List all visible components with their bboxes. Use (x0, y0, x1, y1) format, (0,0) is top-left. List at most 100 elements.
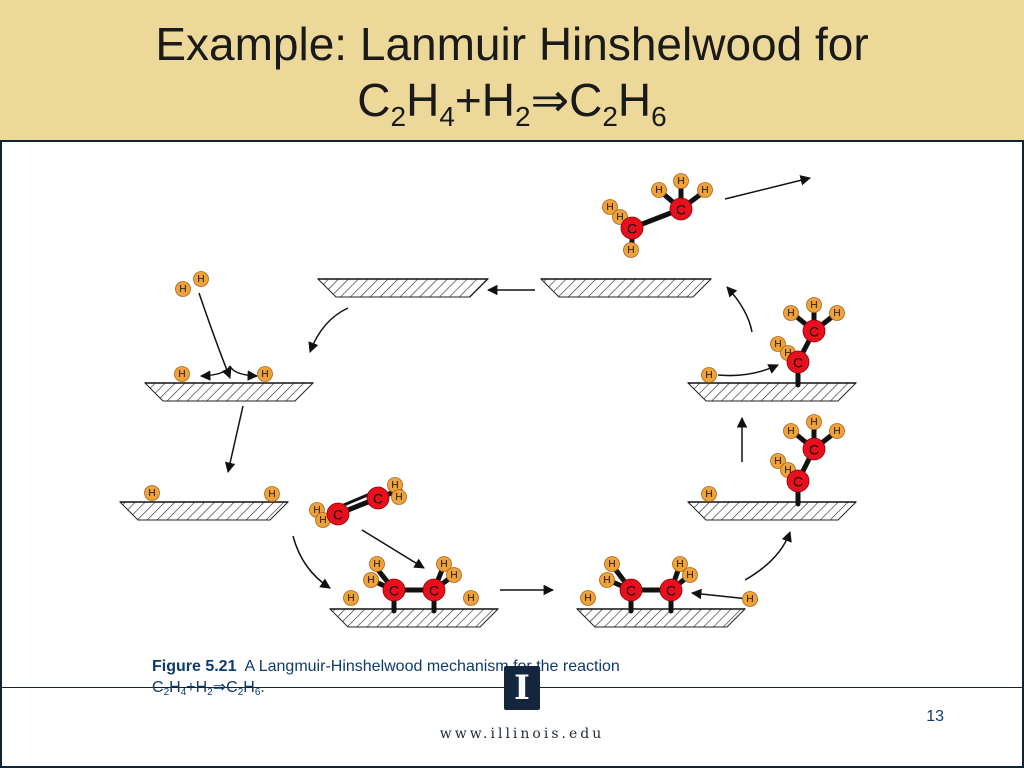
carbon-label: C (333, 507, 343, 523)
hydrogen-atom (806, 414, 822, 430)
carbon-label: C (429, 583, 439, 599)
hydrogen-label: H (313, 505, 320, 516)
reaction-arrow (724, 175, 812, 200)
carbon-atom (366, 486, 390, 510)
hydrogen-label: H (810, 417, 817, 428)
hydrogen-atom (770, 453, 786, 469)
hydrogen-atom (343, 590, 359, 606)
hydrogen-label: H (810, 300, 817, 311)
hydrogen-label: H (705, 489, 712, 500)
hydrogen-label: H (347, 593, 354, 604)
slide-title-formula: C2H4+H2⇒C2H6 (357, 74, 667, 132)
hydrogen-label: H (774, 339, 781, 350)
slide-frame-bottom (0, 766, 1024, 768)
catalyst-surface (686, 501, 858, 521)
catalyst-surface (686, 382, 858, 402)
reaction-arrow (229, 365, 259, 381)
hydrogen-label: H (655, 185, 662, 196)
hydrogen-label: H (608, 559, 615, 570)
catalyst-surface (316, 278, 490, 298)
hydrogen-atom (369, 556, 385, 572)
carbon-atom (669, 197, 693, 221)
hydrogen-label: H (178, 369, 185, 380)
hydrogen-atom (604, 556, 620, 572)
hydrogen-atom (463, 590, 479, 606)
title-bar: Example: Lanmuir Hinshelwood for C2H4+H2… (0, 0, 1024, 142)
hydrogen-atom (829, 423, 845, 439)
hydrogen-atom (742, 591, 758, 607)
hydrogen-atom (175, 281, 191, 297)
hydrogen-atom (697, 182, 713, 198)
hydrogen-atom (672, 556, 688, 572)
hydrogen-atom (682, 567, 698, 583)
hydrogen-label: H (261, 369, 268, 380)
reaction-arrow (361, 529, 425, 569)
hydrogen-label: H (833, 426, 840, 437)
hydrogen-atom (783, 305, 799, 321)
catalyst-surface (575, 608, 747, 628)
carbon-atom (422, 578, 446, 602)
hydrogen-atom (363, 572, 379, 588)
hydrogen-label: H (319, 515, 326, 526)
hydrogen-atom (701, 486, 717, 502)
carbon-atom (786, 469, 810, 493)
hydrogen-atom (770, 336, 786, 352)
hydrogen-atom (783, 423, 799, 439)
hydrogen-atom (264, 486, 280, 502)
catalyst-surfaces (118, 278, 858, 628)
reaction-arrow (292, 535, 331, 589)
carbon-atom (802, 319, 826, 343)
hydrogen-label: H (450, 570, 457, 581)
hydrogen-label: H (373, 559, 380, 570)
hydrogen-atom (436, 556, 452, 572)
hydrogen-atom (446, 567, 462, 583)
carbon-atom (659, 578, 683, 602)
hydrogen-atom (701, 367, 717, 383)
hydrogen-atom (829, 305, 845, 321)
carbon-label: C (373, 491, 383, 507)
slide-frame-left (0, 142, 2, 768)
slide-number: 13 (926, 708, 944, 725)
hydrogen-label: H (746, 594, 753, 605)
hydrogen-label: H (787, 426, 794, 437)
hydrogen-label: H (774, 456, 781, 467)
catalyst-surface (118, 501, 290, 521)
hydrogen-atom (673, 173, 689, 189)
hydrogen-label: H (787, 308, 794, 319)
catalyst-surface (143, 382, 315, 402)
hydrogen-atom (599, 572, 615, 588)
hydrogen-label: H (584, 593, 591, 604)
hydrogen-label: H (197, 274, 204, 285)
logo-glyph: I (514, 668, 530, 708)
catalyst-surface (539, 278, 713, 298)
hydrogen-atom (193, 271, 209, 287)
hydrogen-label: H (676, 559, 683, 570)
hydrogen-atom (144, 485, 160, 501)
hydrogen-label: H (467, 593, 474, 604)
carbon-label: C (666, 583, 676, 599)
hydrogen-label: H (833, 308, 840, 319)
hydrogen-atom (623, 242, 639, 258)
hydrogen-atom (580, 590, 596, 606)
reaction-arrow (224, 405, 244, 474)
carbon-label: C (627, 221, 637, 237)
carbon-atom (619, 578, 643, 602)
university-logo: I (504, 666, 540, 710)
hydrogen-label: H (148, 488, 155, 499)
hydrogen-label: H (784, 465, 791, 476)
caption-formula: C2H4+H2⇒C2H6. (152, 679, 265, 698)
hydrogen-atom (391, 489, 407, 505)
carbon-atom (786, 350, 810, 374)
carbon-atom (382, 578, 406, 602)
hydrogen-label: H (705, 370, 712, 381)
figure-label: Figure 5.21 (152, 658, 237, 675)
hydrogen-label: H (616, 212, 623, 223)
carbon-label: C (389, 583, 399, 599)
hydrogen-label: H (179, 284, 186, 295)
carbon-label: C (676, 202, 686, 218)
hydrogen-atom (257, 366, 273, 382)
slide-title: Example: Lanmuir Hinshelwood for (155, 18, 869, 70)
hydrogen-label: H (440, 559, 447, 570)
hydrogen-label: H (701, 185, 708, 196)
